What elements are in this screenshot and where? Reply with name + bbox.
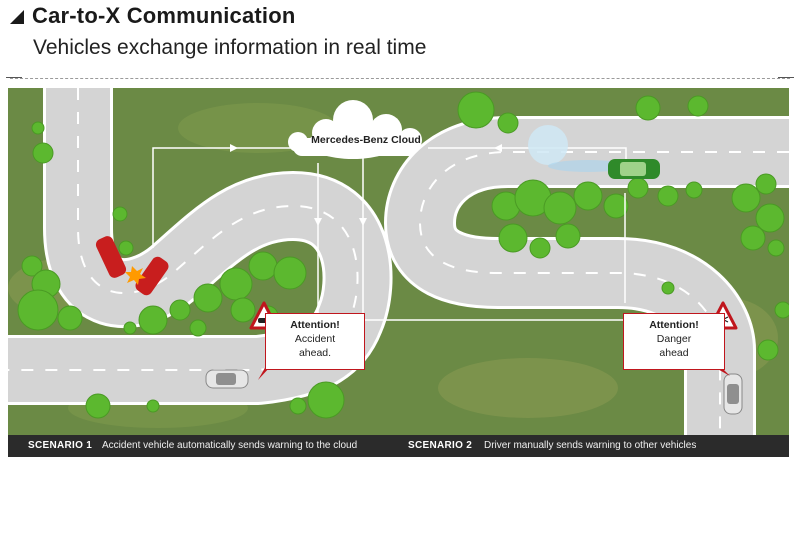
callout-line: Accident [294, 333, 336, 345]
silver-car-left [205, 369, 249, 389]
header-rule [10, 78, 790, 79]
callout-line: Danger [656, 333, 692, 345]
crashed-red-cars [95, 236, 169, 296]
scenario-2-text: Driver manually sends warning to other v… [484, 440, 697, 451]
callout-title: Attention! [290, 319, 340, 331]
header: Car-to-X Communication Vehicles exchange… [0, 0, 800, 80]
cloud-label: Mercedes-Benz Cloud [311, 134, 421, 146]
mercedes-benz-cloud [288, 100, 422, 159]
callout-line: ahead [659, 347, 689, 359]
green-car [608, 159, 660, 179]
page-title: Car-to-X Communication [32, 3, 296, 28]
silver-car-right [723, 373, 743, 415]
scenario-1-text: Accident vehicle automatically sends war… [102, 440, 358, 451]
callout-danger-ahead: Attention! Danger ahead [623, 313, 725, 370]
header-rule-cap-left [6, 77, 22, 78]
scenario-2-label: SCENARIO 2 [408, 440, 473, 451]
header-rule-cap-right [778, 77, 794, 78]
callout-title: Attention! [649, 319, 699, 331]
title-triangle-icon [10, 10, 24, 24]
scenario-1-label: SCENARIO 1 [28, 440, 93, 451]
scenario-bar: SCENARIO 1 Accident vehicle automaticall… [8, 435, 789, 457]
page-subtitle: Vehicles exchange information in real ti… [33, 36, 427, 59]
callout-line: ahead. [298, 347, 332, 359]
trees [17, 91, 789, 419]
callout-accident-ahead: Attention! Accident ahead. [265, 313, 365, 370]
arrowheads [230, 144, 502, 226]
right-road [384, 116, 789, 435]
title-row: Car-to-X Communication [10, 3, 296, 29]
impact-spark-icon [125, 266, 146, 285]
